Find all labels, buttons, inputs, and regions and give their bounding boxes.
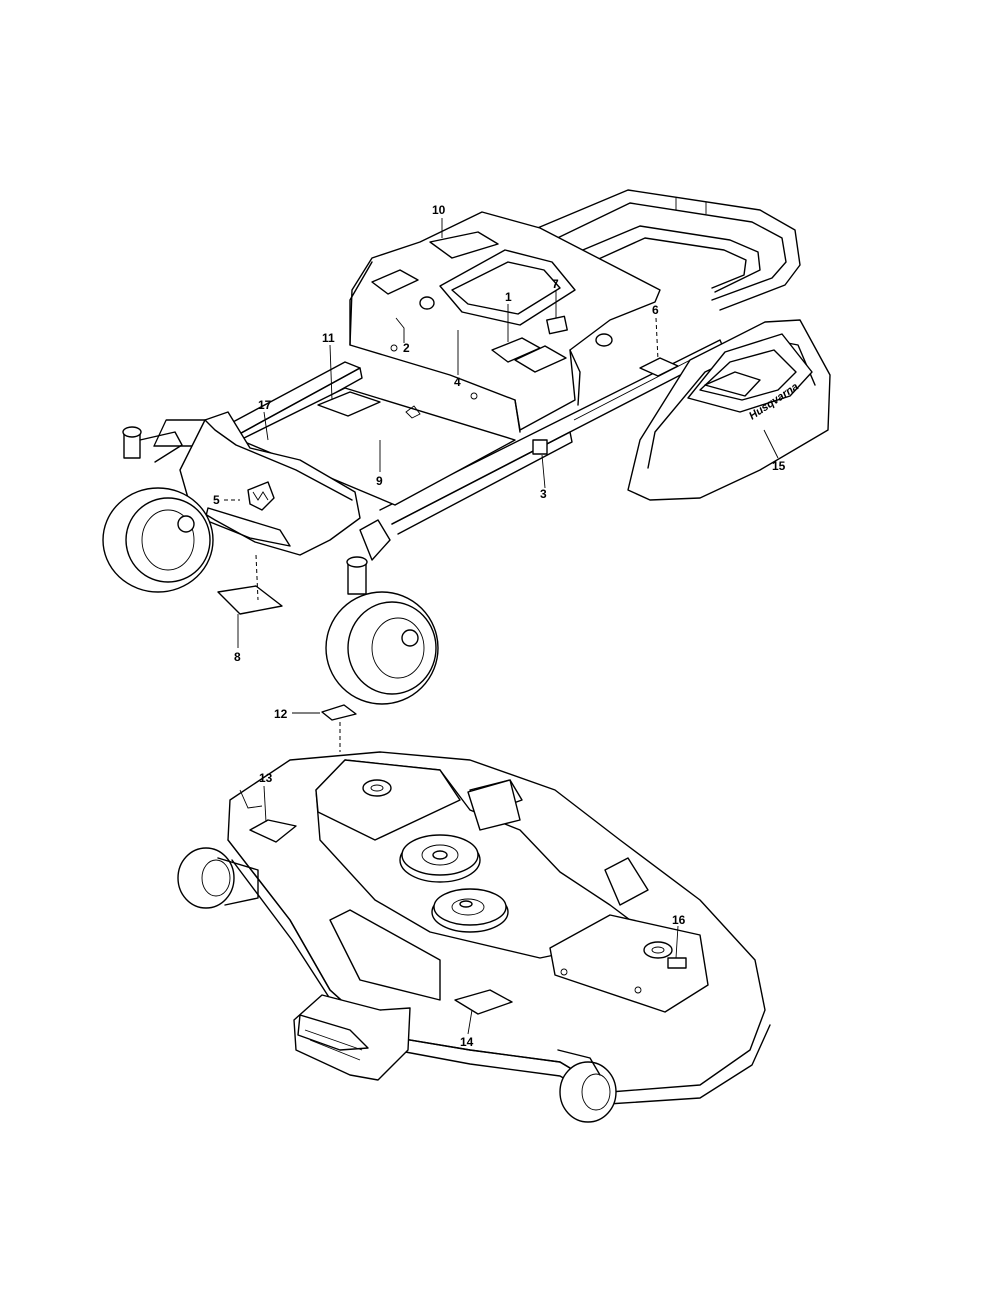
deck-bracket-left — [467, 779, 521, 831]
front-nose — [179, 411, 361, 556]
decal-7 — [546, 315, 568, 335]
callout-3: 3 — [540, 487, 547, 501]
callout-10: 10 — [432, 203, 446, 217]
rear-fender-hood: Husqvarna — [627, 319, 831, 501]
callout-15: 15 — [772, 459, 786, 473]
deck-bracket-right — [604, 857, 649, 906]
fuel-cap-right — [595, 333, 613, 347]
discharge-bracket — [329, 909, 441, 1001]
decal-12 — [321, 704, 357, 721]
handle-bar-frame — [527, 189, 801, 311]
callout-17: 17 — [258, 398, 272, 412]
leader-lines — [224, 218, 779, 1035]
callout-5: 5 — [213, 493, 220, 507]
floor-pan — [239, 387, 516, 506]
decal-1 — [491, 337, 541, 363]
callout-8: 8 — [234, 650, 241, 664]
mower-deck-assembly — [177, 751, 771, 1123]
callout-4: 4 — [454, 375, 461, 389]
callout-16: 16 — [672, 913, 686, 927]
decal-6 — [639, 357, 679, 377]
anti-scalp-wheel-right — [557, 1049, 617, 1123]
spindle-cover-right — [549, 914, 709, 1013]
callout-14: 14 — [460, 1035, 474, 1049]
chassis-assembly: Husqvarna — [102, 189, 831, 705]
callout-2: 2 — [403, 341, 410, 355]
anti-scalp-wheel-left — [177, 847, 259, 909]
decal-16 — [667, 957, 687, 969]
callout-6: 6 — [652, 303, 659, 317]
callout-1: 1 — [505, 290, 512, 304]
callout-labels: 1 2 3 4 5 6 7 8 9 10 11 12 13 14 15 16 1… — [213, 203, 786, 1049]
callout-7: 7 — [552, 277, 559, 291]
decal-3 — [532, 439, 548, 455]
decal-8 — [217, 585, 283, 615]
decal-10-plate — [429, 231, 499, 259]
discharge-chute — [293, 994, 411, 1081]
decal-13 — [249, 819, 297, 843]
decal-14 — [454, 989, 513, 1015]
callout-13: 13 — [259, 771, 273, 785]
right-front-caster — [325, 519, 439, 705]
floor-decal-11 — [317, 391, 381, 417]
callout-9: 9 — [376, 474, 383, 488]
fuel-cap-left — [419, 296, 435, 310]
drive-pulleys — [399, 834, 509, 933]
callout-11: 11 — [322, 331, 335, 345]
spindle-cover-left — [315, 759, 461, 841]
left-front-caster — [102, 426, 214, 593]
left-control-plate — [371, 269, 419, 295]
callout-12: 12 — [274, 707, 288, 721]
